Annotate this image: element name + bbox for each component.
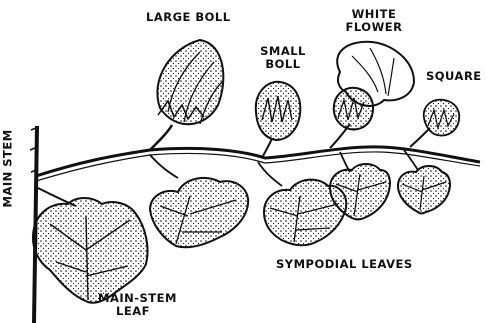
sympodial-leaf-3 (330, 152, 390, 220)
sympodial-leaf-2 (258, 162, 346, 245)
white-flower-label: WHITE FLOWER (344, 8, 404, 34)
small-boll (256, 82, 300, 158)
square-label: SQUARE (426, 70, 482, 83)
large-boll (150, 40, 223, 150)
large-boll-label: LARGE BOLL (146, 11, 231, 24)
sympodial-leaf-1 (150, 155, 248, 247)
small-boll-label: SMALL BOLL (258, 45, 308, 71)
main-stem-label: MAIN STEM (2, 152, 15, 208)
main-stem-leaf (33, 188, 148, 303)
white-flower (330, 42, 414, 148)
main-stem-leaf-label: MAIN-STEM LEAF (98, 292, 168, 318)
sympodial-leaves-label: SYMPODIAL LEAVES (276, 258, 413, 271)
square-bud (410, 100, 459, 147)
